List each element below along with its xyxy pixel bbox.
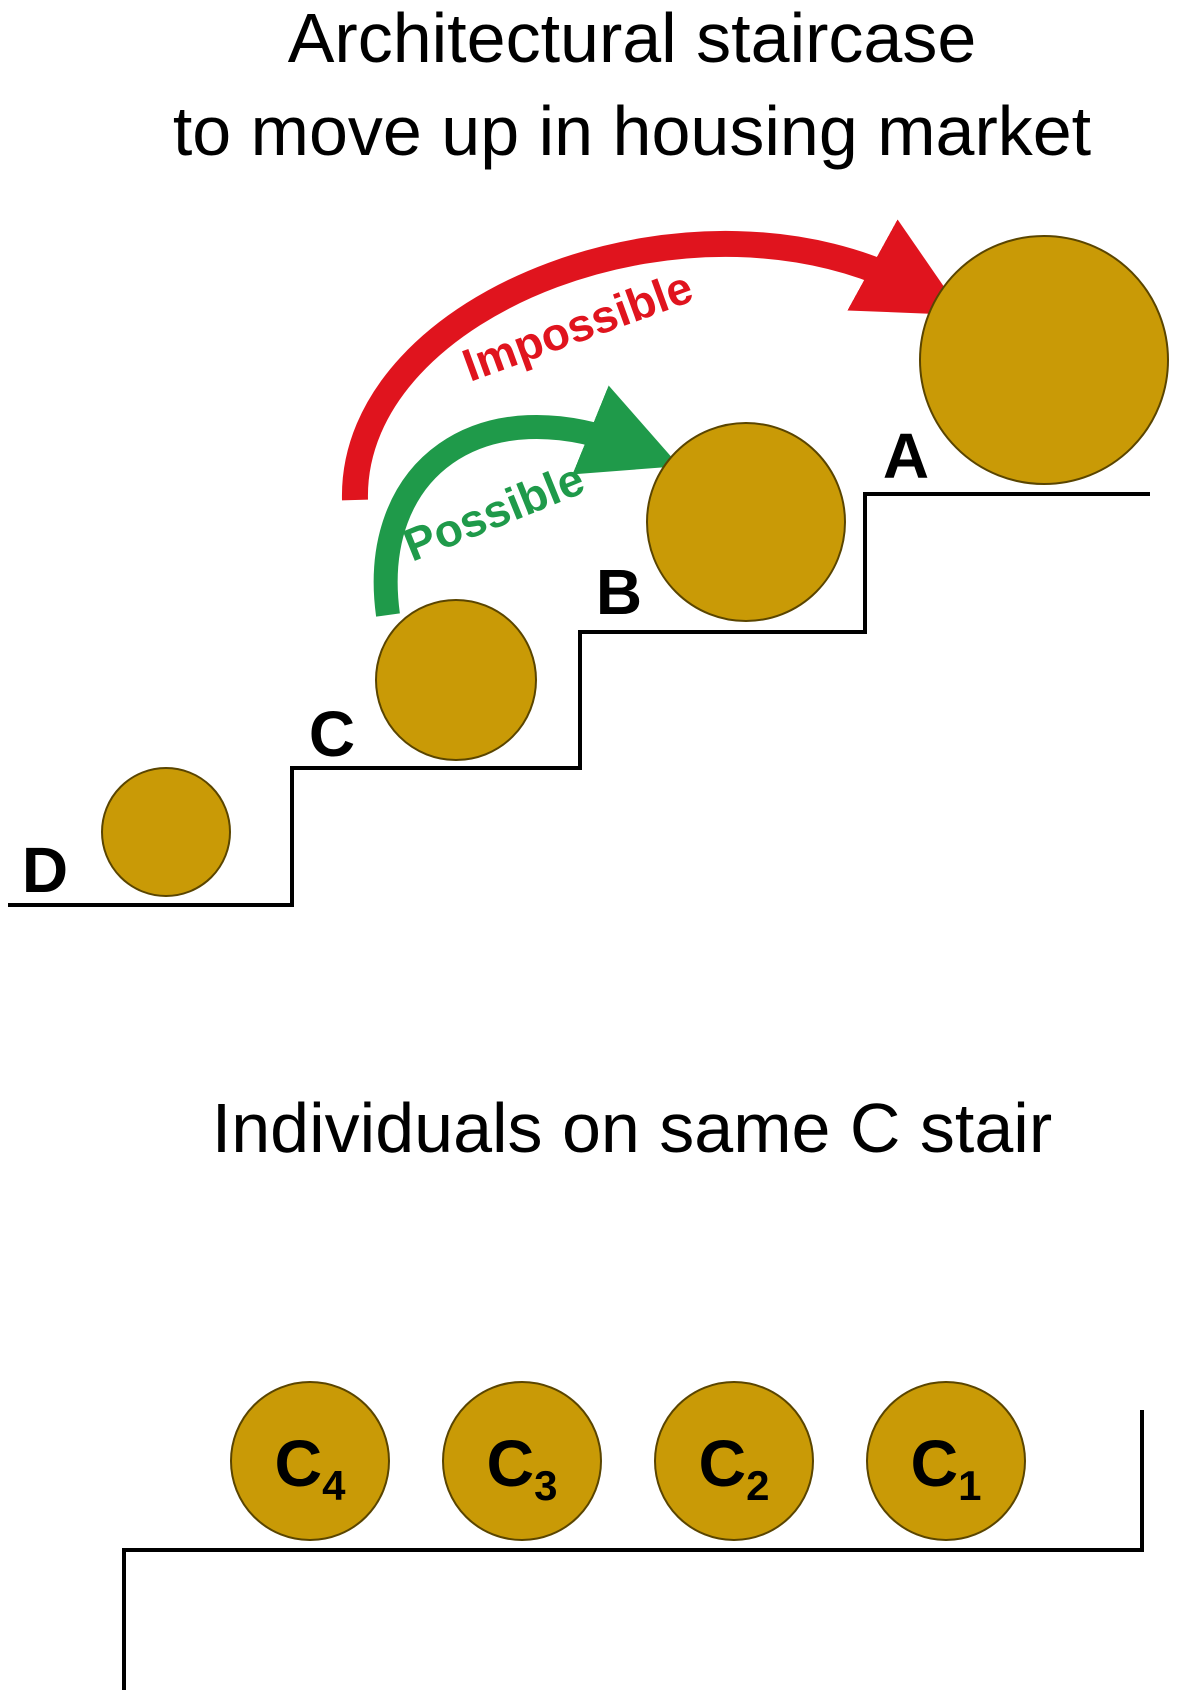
individual-c4: C4 [230, 1381, 390, 1541]
ball-c1 [866, 1381, 1026, 1541]
individual-c3: C3 [442, 1381, 602, 1541]
ball-c2 [654, 1381, 814, 1541]
ball-c2-label: C2 [698, 1426, 769, 1509]
ball-c3-sub: 3 [534, 1462, 557, 1509]
ball-c3 [442, 1381, 602, 1541]
c-stair-line [122, 1410, 1144, 1690]
individual-c1: C1 [866, 1381, 1026, 1541]
possible-arrow [373, 385, 680, 617]
title-line-2: to move up in housing market [173, 92, 1091, 170]
ball-c1-letter: C [910, 1426, 958, 1500]
ball-d [101, 767, 231, 897]
ball-b [646, 422, 846, 622]
step-label-b: B [596, 556, 642, 628]
ball-c4-letter: C [274, 1426, 322, 1500]
title-line-1: Architectural staircase [288, 0, 977, 77]
impossible-arrow [341, 219, 964, 501]
ball-c1-label: C1 [910, 1426, 981, 1509]
ball-c [375, 599, 537, 761]
ball-c4-sub: 4 [322, 1462, 346, 1509]
ball-c2-sub: 2 [746, 1462, 769, 1509]
ball-c3-label: C3 [486, 1426, 557, 1509]
staircase-line [8, 492, 1150, 907]
step-label-a: A [883, 420, 929, 492]
step-label-d: D [22, 834, 68, 906]
subtitle: Individuals on same C stair [212, 1089, 1052, 1167]
ball-c2-letter: C [698, 1426, 746, 1500]
ball-c4-label: C4 [274, 1426, 346, 1509]
individual-c2: C2 [654, 1381, 814, 1541]
ball-c1-sub: 1 [958, 1462, 981, 1509]
ball-c3-letter: C [486, 1426, 534, 1500]
step-label-c: C [309, 698, 355, 770]
ball-c4 [230, 1381, 390, 1541]
ball-a [919, 235, 1169, 485]
